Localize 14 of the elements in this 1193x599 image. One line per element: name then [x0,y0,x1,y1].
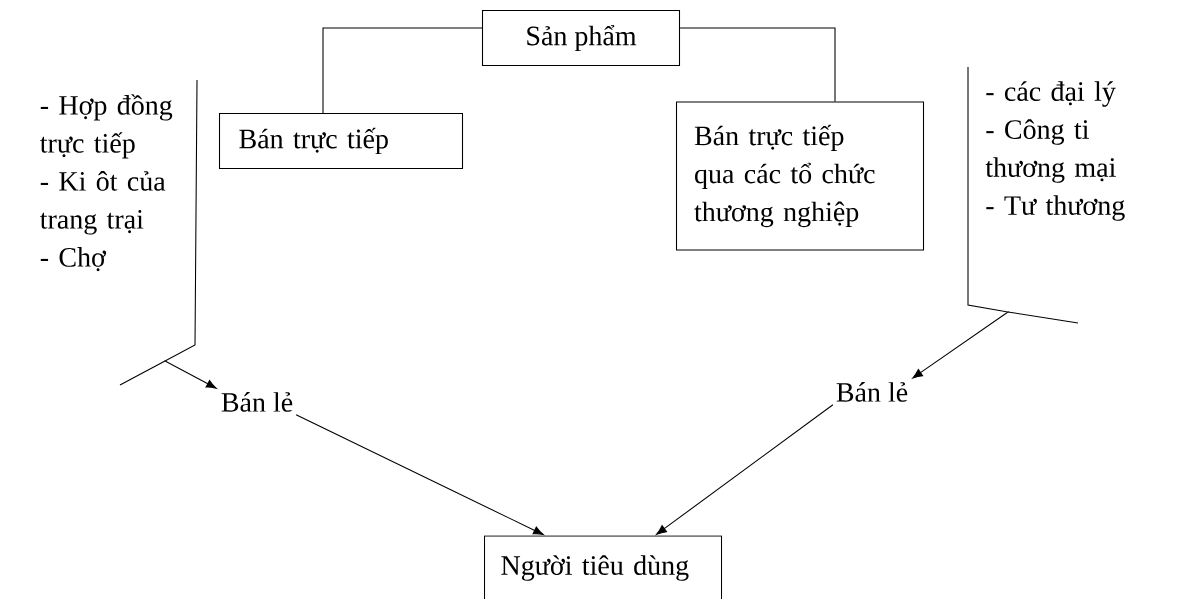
process-box: Người tiêu dùng [483,535,723,599]
connector-line [322,27,483,114]
arrow [912,66,1010,379]
stage-label: Bán lẻ [836,382,908,402]
list-text: - Hợp đồng trực tiếp - Ki ôt của trang trại - Chợ [40,94,173,272]
stage-label: Bán lẻ [221,392,293,412]
arrow [163,79,217,389]
connector-line [679,27,836,102]
arrow [656,404,834,535]
arrow [295,414,544,536]
process-box: Bán trực tiếp qua các tổ chức thương nghiệp [675,101,925,251]
process-box: Bán trực tiếp [218,112,464,170]
process-box: Sản phẩm [481,9,681,67]
list-text: - các đại lý - Công ti thương mại - Tư thương [985,81,1125,221]
